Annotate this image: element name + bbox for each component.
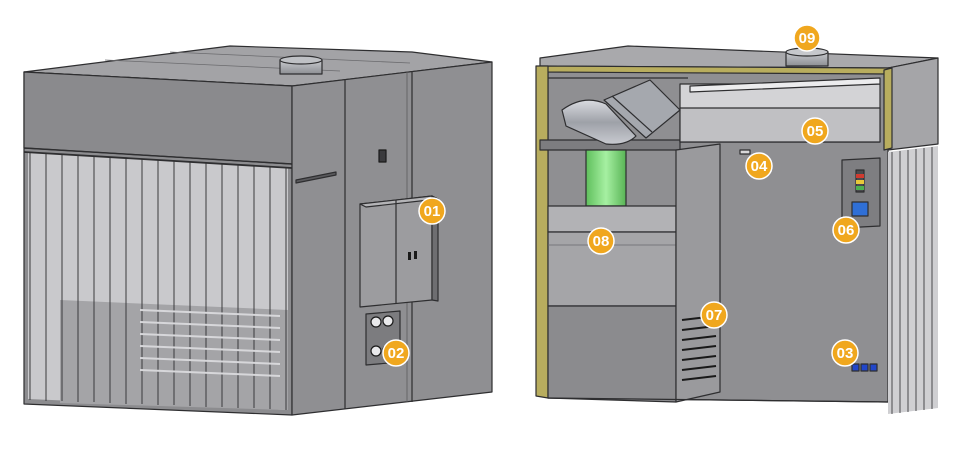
booth-exterior-chimney xyxy=(279,55,323,75)
callout-label: 03 xyxy=(837,345,854,362)
callout-badge xyxy=(831,339,859,367)
socket-icon xyxy=(370,316,382,328)
cutaway-chimney xyxy=(785,47,829,67)
filter-unit xyxy=(547,205,677,403)
cutaway-curtain xyxy=(888,146,938,414)
touch-screen-icon xyxy=(851,201,869,217)
cutaway-right-panel xyxy=(887,57,939,151)
callout-label: 08 xyxy=(593,233,610,250)
callout-label: 06 xyxy=(838,222,855,239)
callout-08: 08 xyxy=(587,227,615,255)
booth-exterior-curtain xyxy=(23,151,293,410)
callout-01: 01 xyxy=(418,197,446,225)
callout-badge xyxy=(700,301,728,329)
blower-cabinet xyxy=(675,143,721,403)
ceiling-light xyxy=(739,149,751,155)
switch-icon xyxy=(378,149,387,163)
callout-06: 06 xyxy=(832,216,860,244)
callout-badge xyxy=(587,227,615,255)
callout-label: 09 xyxy=(799,30,816,47)
callout-label: 02 xyxy=(388,345,405,362)
ceiling-duct xyxy=(679,77,881,143)
cutaway-left-frame xyxy=(535,65,549,399)
cutaway-roof xyxy=(539,45,939,69)
callout-badge xyxy=(382,339,410,367)
booth-exterior xyxy=(23,45,493,416)
callout-label: 05 xyxy=(807,123,824,140)
exhaust-elbow-duct xyxy=(561,79,681,145)
callout-badge xyxy=(418,197,446,225)
callout-label: 04 xyxy=(751,158,768,175)
callout-badge xyxy=(745,152,773,180)
callout-badge xyxy=(832,216,860,244)
callout-layer: 01 02 03 04 05 06 07 08 09 xyxy=(382,24,860,367)
button-icon xyxy=(869,363,878,372)
callout-badge xyxy=(801,117,829,145)
callout-05: 05 xyxy=(801,117,829,145)
button-icon xyxy=(851,363,860,372)
socket-icon xyxy=(370,345,382,357)
green-duct xyxy=(585,149,627,207)
button-icon xyxy=(860,363,869,372)
callout-09: 09 xyxy=(793,24,821,52)
callout-label: 07 xyxy=(706,307,723,324)
button-strip xyxy=(851,363,878,372)
callout-badge xyxy=(793,24,821,52)
control-panel xyxy=(841,157,881,229)
callout-03: 03 xyxy=(831,339,859,367)
socket-icon xyxy=(382,315,394,327)
callout-07: 07 xyxy=(700,301,728,329)
booth-cutaway xyxy=(535,45,939,414)
callout-label: 01 xyxy=(424,203,441,220)
callout-04: 04 xyxy=(745,152,773,180)
callout-02: 02 xyxy=(382,339,410,367)
